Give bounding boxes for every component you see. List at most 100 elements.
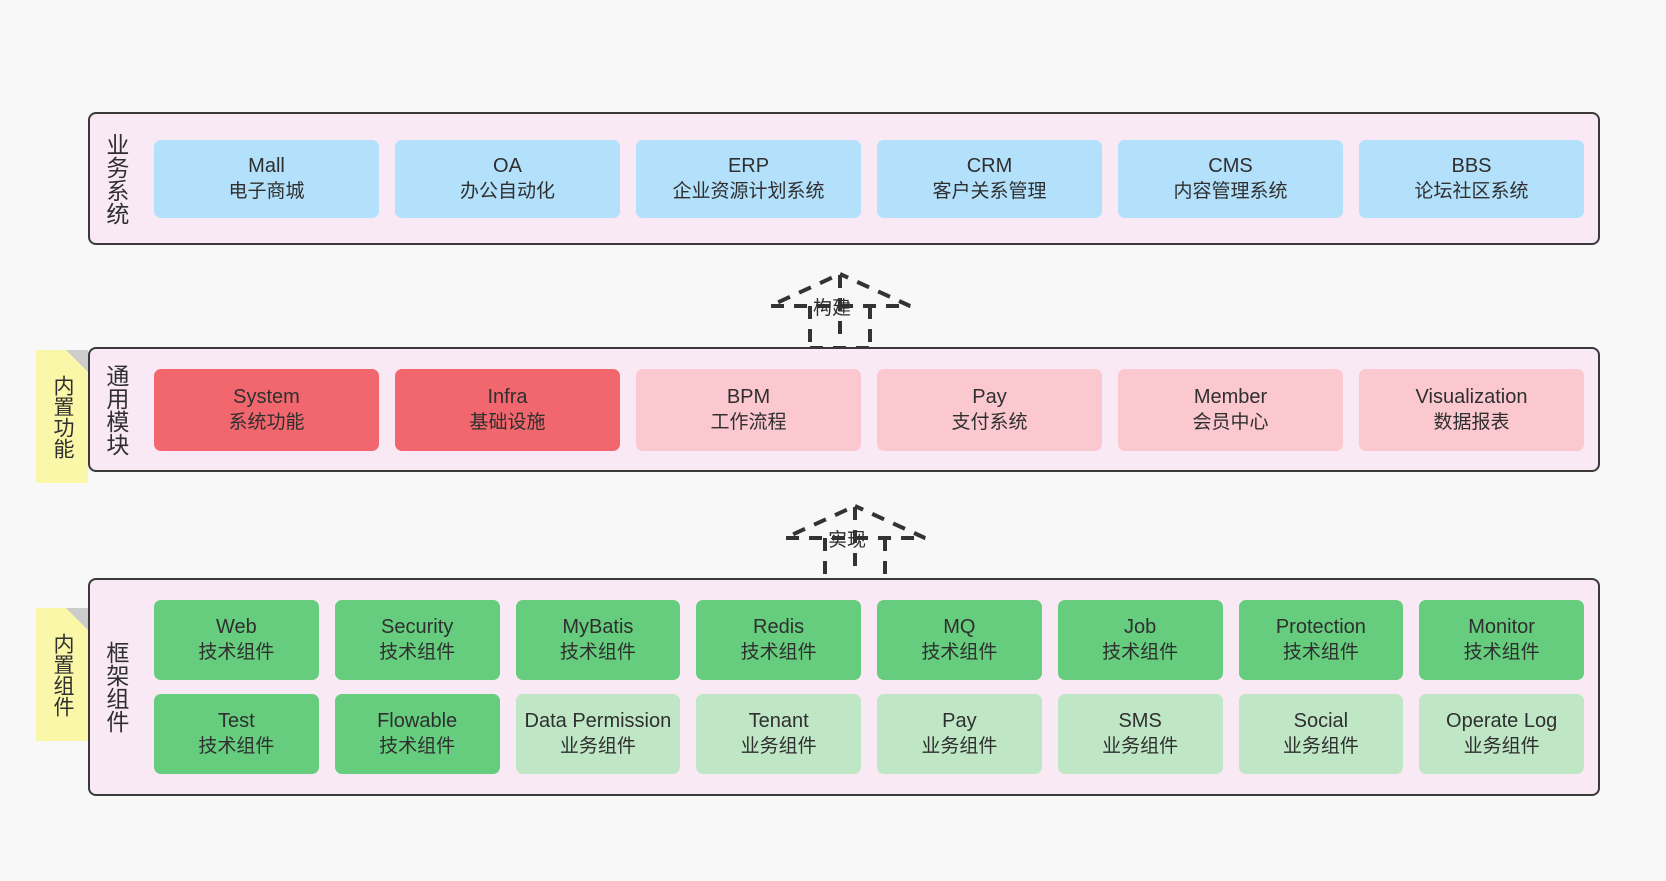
card-monitor[interactable]: Monitor 技术组件 (1419, 600, 1584, 680)
card-subtitle: 工作流程 (710, 411, 787, 433)
note-builtin-features: 内置功能 (36, 350, 88, 483)
card-crm[interactable]: CRM 客户关系管理 (877, 139, 1102, 218)
card-title: Protection (1275, 616, 1366, 639)
card-title: Member (1193, 385, 1268, 408)
card-subtitle: 技术组件 (1102, 642, 1179, 664)
card-subtitle: 技术组件 (559, 642, 636, 664)
card-test[interactable]: Test 技术组件 (154, 694, 319, 774)
band-title-business-systems: 业务系统 (102, 132, 129, 225)
band-body-common-modules: System 系统功能 Infra 基础设施 BPM 工作流程 Pay 支付系统… (140, 349, 1598, 470)
card-row: Mall 电子商城 OA 办公自动化 ERP 企业资源计划系统 CRM 客户关系… (154, 139, 1584, 218)
card-oa[interactable]: OA 办公自动化 (395, 139, 620, 218)
card-subtitle: 客户关系管理 (932, 180, 1047, 202)
card-title: Security (381, 616, 454, 639)
card-title: Infra (487, 385, 528, 408)
card-infra[interactable]: Infra 基础设施 (395, 368, 620, 451)
card-pay[interactable]: Pay 支付系统 (877, 368, 1102, 451)
card-subtitle: 技术组件 (740, 642, 817, 664)
card-subtitle: 办公自动化 (459, 180, 555, 202)
note-builtin-components: 内置组件 (36, 608, 88, 741)
band-body-business-systems: Mall 电子商城 OA 办公自动化 ERP 企业资源计划系统 CRM 客户关系… (140, 114, 1598, 243)
card-tenant[interactable]: Tenant 业务组件 (696, 694, 861, 774)
band-title-framework-components: 框架组件 (102, 641, 129, 733)
card-subtitle: 技术组件 (198, 736, 275, 758)
card-security[interactable]: Security 技术组件 (334, 600, 500, 680)
card-subtitle: 支付系统 (951, 411, 1028, 433)
card-title: SMS (1118, 710, 1162, 733)
card-flowable[interactable]: Flowable 技术组件 (334, 694, 500, 774)
note-label: 内置组件 (51, 632, 75, 717)
card-title: Mall (248, 154, 285, 177)
card-cms[interactable]: CMS 内容管理系统 (1118, 139, 1343, 218)
card-subtitle: 业务组件 (740, 736, 817, 758)
card-title: Social (1293, 710, 1349, 733)
card-mq[interactable]: MQ 技术组件 (877, 600, 1042, 680)
card-job[interactable]: Job 技术组件 (1057, 600, 1223, 680)
card-social[interactable]: Social 业务组件 (1238, 694, 1404, 774)
card-erp[interactable]: ERP 企业资源计划系统 (636, 139, 861, 218)
card-title: Test (218, 710, 255, 733)
card-title: BBS (1451, 154, 1492, 177)
card-member[interactable]: Member 会员中心 (1118, 368, 1343, 451)
card-operate-log[interactable]: Operate Log 业务组件 (1419, 694, 1584, 774)
card-subtitle: 业务组件 (1282, 736, 1359, 758)
card-subtitle: 企业资源计划系统 (672, 180, 825, 202)
card-protection[interactable]: Protection 技术组件 (1238, 600, 1404, 680)
fold-corner-icon (66, 350, 88, 372)
card-subtitle: 基础设施 (469, 411, 546, 433)
card-title: MyBatis (562, 616, 634, 639)
card-title: Data Permission (524, 710, 672, 733)
card-title: BPM (726, 385, 771, 408)
card-visualization[interactable]: Visualization 数据报表 (1359, 368, 1584, 451)
card-sms[interactable]: SMS 业务组件 (1057, 694, 1223, 774)
card-bpm[interactable]: BPM 工作流程 (636, 368, 861, 451)
card-subtitle: 技术组件 (1463, 642, 1540, 664)
card-redis[interactable]: Redis 技术组件 (696, 600, 861, 680)
card-title: Pay (942, 710, 977, 733)
connector-label: 实现 (828, 530, 867, 551)
card-row: Test 技术组件 Flowable 技术组件 Data Permission … (154, 694, 1584, 774)
card-row: Web 技术组件 Security 技术组件 MyBatis 技术组件 Redi… (154, 600, 1584, 680)
card-mall[interactable]: Mall 电子商城 (154, 139, 379, 218)
card-title: CRM (966, 154, 1013, 177)
card-subtitle: 业务组件 (1102, 736, 1179, 758)
card-pay-component[interactable]: Pay 业务组件 (877, 694, 1042, 774)
card-data-permission[interactable]: Data Permission 业务组件 (515, 694, 681, 774)
card-web[interactable]: Web 技术组件 (154, 600, 319, 680)
card-title: Flowable (377, 710, 458, 733)
card-subtitle: 论坛社区系统 (1414, 180, 1529, 202)
card-subtitle: 技术组件 (921, 642, 998, 664)
card-subtitle: 业务组件 (921, 736, 998, 758)
band-business-systems: 业务系统 Mall 电子商城 OA 办公自动化 ERP 企业资源计划系统 CRM… (88, 112, 1600, 245)
card-title: Pay (972, 385, 1007, 408)
band-framework-components: 框架组件 Web 技术组件 Security 技术组件 MyBatis 技术组件… (88, 578, 1600, 796)
card-subtitle: 业务组件 (559, 736, 636, 758)
connector-implement: 实现 (770, 490, 950, 582)
card-subtitle: 技术组件 (198, 642, 275, 664)
card-subtitle: 会员中心 (1192, 411, 1269, 433)
card-title: MQ (943, 616, 976, 639)
connector-label: 构建 (813, 298, 852, 319)
card-title: OA (493, 154, 522, 177)
card-subtitle: 系统功能 (228, 411, 305, 433)
card-title: Web (215, 616, 257, 639)
card-subtitle: 电子商城 (228, 180, 305, 202)
card-bbs[interactable]: BBS 论坛社区系统 (1359, 139, 1584, 218)
card-system[interactable]: System 系统功能 (154, 368, 379, 451)
card-subtitle: 技术组件 (379, 642, 456, 664)
card-title: Monitor (1468, 616, 1535, 639)
card-title: Redis (753, 616, 805, 639)
card-subtitle: 技术组件 (1282, 642, 1359, 664)
connector-build: 构建 (755, 258, 935, 350)
band-common-modules: 通用模块 System 系统功能 Infra 基础设施 BPM 工作流程 Pay… (88, 347, 1600, 472)
card-title: Operate Log (1446, 710, 1558, 733)
card-subtitle: 数据报表 (1433, 411, 1510, 433)
band-body-framework-components: Web 技术组件 Security 技术组件 MyBatis 技术组件 Redi… (140, 580, 1598, 794)
card-mybatis[interactable]: MyBatis 技术组件 (515, 600, 681, 680)
card-title: ERP (727, 154, 770, 177)
card-row: System 系统功能 Infra 基础设施 BPM 工作流程 Pay 支付系统… (154, 368, 1584, 451)
card-title: Tenant (748, 710, 809, 733)
card-subtitle: 内容管理系统 (1173, 180, 1288, 202)
card-title: Visualization (1415, 385, 1528, 408)
